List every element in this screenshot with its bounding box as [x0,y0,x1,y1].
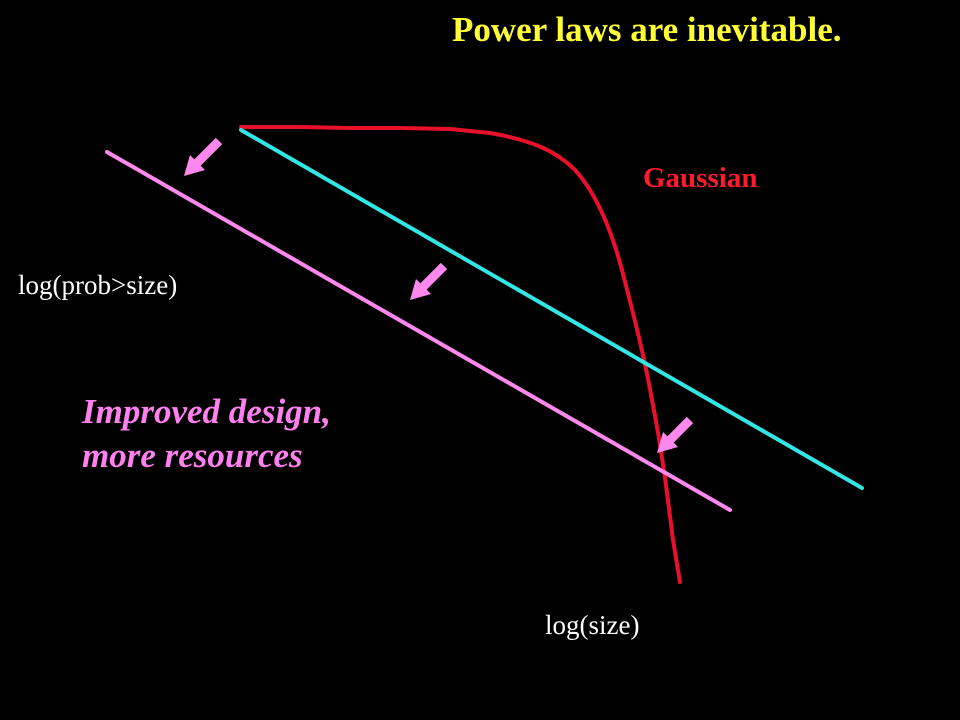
power-law-line [239,128,864,490]
shift-arrow-bottom [657,416,694,453]
slide-title: Power laws are inevitable. [452,10,842,49]
annotation-line-2: more resources [82,436,303,475]
improved-design-annotation: Improved design, more resources [82,390,331,478]
annotation-line-1: Improved design, [82,392,331,431]
improved-power-law-line [105,150,732,512]
gaussian-label: Gaussian [643,162,758,194]
x-axis-label: log(size) [545,610,640,640]
shift-arrow-middle [410,262,448,300]
shift-arrow-top [184,137,223,176]
y-axis-label: log(prob>size) [18,270,178,300]
